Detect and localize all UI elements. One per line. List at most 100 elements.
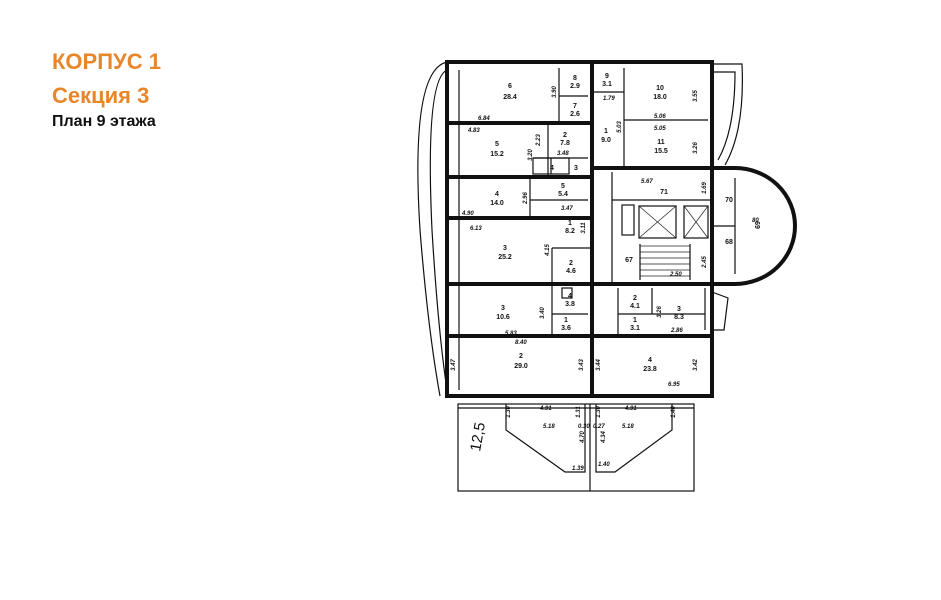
room-number: 67 [625, 257, 633, 264]
dimension-label: 5.03 [617, 121, 623, 133]
handwritten-note: 12,5 [467, 421, 489, 453]
svg-text:3: 3 [501, 305, 505, 312]
svg-text:15.5: 15.5 [654, 148, 668, 155]
dimension-label: 4.70 [580, 431, 586, 444]
room-label: 5 5.4 [558, 183, 568, 198]
svg-text:25.2: 25.2 [498, 254, 512, 261]
room-number: 3 [574, 165, 578, 172]
dimension-label: 4.91 [624, 406, 637, 412]
svg-text:3.8: 3.8 [565, 301, 575, 308]
dimension-label: 3.40 [540, 307, 546, 319]
room-number: 69 [753, 221, 760, 229]
svg-text:3: 3 [503, 245, 507, 252]
dimension-label: 2.23 [536, 134, 542, 147]
svg-text:2: 2 [563, 132, 567, 139]
dimension-label: 4.90 [461, 211, 474, 217]
room-label: 10 18.0 [653, 85, 667, 101]
dimension-label: 5.67 [641, 179, 653, 185]
dimension-label: 3.26 [693, 142, 699, 154]
room-label: 2 4.1 [630, 295, 640, 310]
dimension-label: 3.20 [528, 149, 534, 161]
dimension-label: 4.15 [545, 244, 551, 257]
dimension-label: 5.05 [654, 126, 666, 132]
plan-walls [417, 60, 797, 492]
svg-text:28.4: 28.4 [503, 94, 517, 101]
room-label: 2 29.0 [514, 353, 528, 370]
dimension-label: 1.31 [576, 406, 582, 418]
room-number: 71 [660, 189, 668, 196]
svg-text:1: 1 [633, 317, 637, 324]
dimension-label: 3.44 [596, 359, 602, 371]
dimension-label: 1.30 [596, 406, 602, 418]
room-label: 3 8.3 [674, 306, 684, 321]
dimension-label: 5.06 [654, 114, 666, 120]
dimension-label: 1.40 [671, 406, 677, 418]
svg-text:2: 2 [519, 353, 523, 360]
section-title: Секция 3 [52, 83, 150, 108]
room-number: 70 [725, 197, 733, 204]
svg-text:3.1: 3.1 [630, 325, 640, 332]
dimension-label: 3.48 [557, 151, 569, 157]
dimension-label: 8.40 [515, 340, 527, 346]
svg-text:4: 4 [648, 357, 652, 364]
dimension-label: 5.18 [543, 424, 555, 430]
dimension-label: 4.34 [601, 431, 607, 444]
dimension-label: 3.55 [693, 90, 699, 102]
svg-text:15.2: 15.2 [490, 151, 504, 158]
dimension-label: 1.40 [598, 462, 610, 468]
dimension-label: 1.39 [572, 466, 584, 472]
dimension-label: 2.45 [702, 256, 708, 269]
svg-text:1: 1 [564, 317, 568, 324]
staircase [639, 244, 691, 280]
room-label: 1 3.6 [561, 317, 571, 332]
room-label: 2 4.6 [566, 260, 576, 275]
svg-text:8.3: 8.3 [674, 314, 684, 321]
dimension-label: 3.11 [581, 222, 587, 234]
svg-text:2: 2 [569, 260, 573, 267]
dimension-label: 0.27 [593, 424, 605, 430]
floor-plan-title: План 9 этажа [52, 113, 156, 130]
room-number: 68 [725, 239, 733, 246]
svg-text:9.0: 9.0 [601, 137, 611, 144]
dimension-label: 6.13 [470, 226, 482, 232]
dimension-label: 2.86 [670, 328, 683, 334]
svg-text:7.8: 7.8 [560, 140, 570, 147]
svg-text:4: 4 [568, 293, 572, 300]
room-label: 3 25.2 [498, 245, 512, 261]
room-labels: 6 28.4 8 2.9 7 2.6 5 15.2 2 7.8 4 14.0 5… [490, 73, 760, 373]
svg-text:5: 5 [495, 141, 499, 148]
svg-text:8.2: 8.2 [565, 228, 575, 235]
dimension-label: 5.83 [505, 331, 517, 337]
room-label: 4 23.8 [643, 357, 657, 373]
svg-text:23.8: 23.8 [643, 366, 657, 373]
svg-text:3.6: 3.6 [561, 325, 571, 332]
dimension-label: 3.26 [657, 306, 663, 318]
room-label: 1 3.1 [630, 317, 640, 332]
dimension-label: 2.50 [669, 272, 682, 278]
svg-text:18.0: 18.0 [653, 94, 667, 101]
svg-text:4.6: 4.6 [566, 268, 576, 275]
svg-text:2.6: 2.6 [570, 111, 580, 118]
svg-text:4.1: 4.1 [630, 303, 640, 310]
dimension-label: 2.96 [523, 192, 529, 205]
svg-text:2: 2 [633, 295, 637, 302]
svg-text:8: 8 [573, 75, 577, 82]
svg-text:14.0: 14.0 [490, 200, 504, 207]
svg-text:10: 10 [656, 85, 664, 92]
room-label: 2 7.8 [560, 132, 570, 147]
dimension-label: 0.30 [578, 424, 590, 430]
room-label: 3 10.6 [496, 305, 510, 321]
svg-text:1: 1 [604, 128, 608, 135]
svg-text:11: 11 [657, 139, 665, 146]
room-label: 5 15.2 [490, 141, 504, 158]
dimension-labels: 3.90 6.84 4.83 2.23 3.20 3.48 2.96 3.47 … [451, 86, 759, 472]
dimension-label: 4.91 [539, 406, 552, 412]
svg-text:1: 1 [568, 220, 572, 227]
dimension-label: 3.47 [561, 206, 573, 212]
svg-text:5.4: 5.4 [558, 191, 568, 198]
svg-text:2.9: 2.9 [570, 83, 580, 90]
dimension-label: 3.42 [693, 359, 699, 371]
dimension-label: 3.47 [451, 359, 457, 371]
svg-text:3.1: 3.1 [602, 81, 612, 88]
dimension-label: 5.18 [622, 424, 634, 430]
